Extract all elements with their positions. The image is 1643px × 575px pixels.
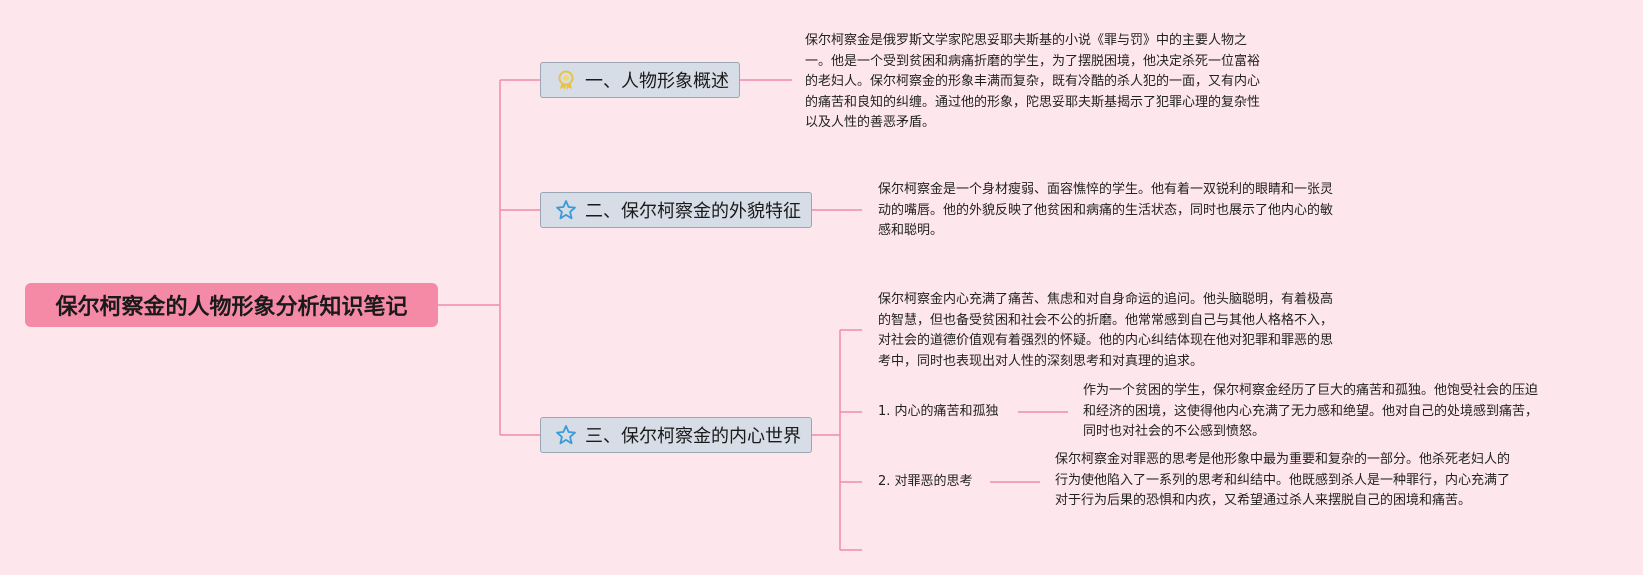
note-line: 保尔柯察金是俄罗斯文学家陀思妥耶夫斯基的小说《罪与罚》中的主要人物之 (805, 33, 1248, 48)
award-ribbon-icon (555, 69, 577, 91)
note-line: 动的嘴唇。他的外貌反映了他贫困和病痛的生活状态，同时也展示了他内心的敏 (878, 202, 1334, 218)
note-line: 一。他是一个受到贫困和病痛折磨的学生，为了摆脱困境，他决定杀死一位富裕 (805, 53, 1261, 69)
branch-1-note: 保尔柯察金是俄罗斯文学家陀思妥耶夫斯基的小说《罪与罚》中的主要人物之 一。他是一… (805, 31, 1260, 134)
note-line: 的痛苦和良知的纠缠。通过他的形象，陀思妥耶夫斯基揭示了犯罪心理的复杂性 (805, 94, 1261, 110)
root-title: 保尔柯察金的人物形象分析知识笔记 (55, 295, 408, 320)
branch-label: 一、人物形象概述 (585, 71, 729, 92)
subtopic-1-note: 作为一个贫困的学生，保尔柯察金经历了巨大的痛苦和孤独。他饱受社会的压迫 和经济的… (1083, 381, 1538, 443)
star-icon (555, 199, 577, 221)
branch-topic-3[interactable]: 三、保尔柯察金的内心世界 (540, 417, 812, 453)
branch-label: 三、保尔柯察金的内心世界 (585, 426, 801, 447)
note-line: 的老妇人。保尔柯察金的形象丰满而复杂，既有冷酷的杀人犯的一面，又有内心 (805, 74, 1261, 89)
subtopic-2-note: 保尔柯察金对罪恶的思考是他形象中最为重要和复杂的一部分。他杀死老妇人的 行为使他… (1055, 450, 1510, 512)
branch-label: 二、保尔柯察金的外貌特征 (585, 201, 801, 222)
note-line: 对社会的道德价值观有着强烈的怀疑。他的内心纠结体现在他对犯罪和罪恶的思 (878, 333, 1334, 348)
note-line: 感和聪明。 (878, 223, 944, 238)
note-line: 行为使他陷入了一系列的思考和纠结中。他既感到杀人是一种罪行，内心充满了 (1055, 472, 1511, 488)
note-line: 保尔柯察金内心充满了痛苦、焦虑和对自身命运的追问。他头脑聪明，有着极高 (878, 292, 1334, 307)
branch-3-note: 保尔柯察金内心充满了痛苦、焦虑和对自身命运的追问。他头脑聪明，有着极高 的智慧，… (878, 290, 1333, 372)
star-icon (555, 424, 577, 446)
note-line: 以及人性的善恶矛盾。 (805, 115, 936, 130)
note-line: 对于行为后果的恐惧和内疚，又希望通过杀人来摆脱自己的困境和痛苦。 (1055, 493, 1472, 508)
branch-topic-1[interactable]: 一、人物形象概述 (540, 62, 740, 98)
subtopic-1[interactable]: 1. 内心的痛苦和孤独 (878, 402, 999, 422)
subtopic-2[interactable]: 2. 对罪恶的思考 (878, 472, 973, 492)
subtopic-label: 2. 对罪恶的思考 (878, 474, 973, 489)
note-line: 保尔柯察金对罪恶的思考是他形象中最为重要和复杂的一部分。他杀死老妇人的 (1055, 452, 1511, 467)
branch-2-note: 保尔柯察金是一个身材瘦弱、面容憔悴的学生。他有着一双锐利的眼睛和一张灵 动的嘴唇… (878, 180, 1333, 242)
note-line: 同时也对社会的不公感到愤怒。 (1083, 424, 1266, 439)
subtopic-label: 1. 内心的痛苦和孤独 (878, 404, 999, 419)
branch-topic-2[interactable]: 二、保尔柯察金的外貌特征 (540, 192, 812, 228)
root-topic[interactable]: 保尔柯察金的人物形象分析知识笔记 (25, 283, 438, 327)
note-line: 和经济的困境，这使得他内心充满了无力感和绝望。他对自己的处境感到痛苦， (1083, 403, 1539, 419)
note-line: 考中，同时也表现出对人性的深刻思考和对真理的追求。 (878, 353, 1204, 369)
note-line: 作为一个贫困的学生，保尔柯察金经历了巨大的痛苦和孤独。他饱受社会的压迫 (1083, 383, 1539, 398)
note-line: 保尔柯察金是一个身材瘦弱、面容憔悴的学生。他有着一双锐利的眼睛和一张灵 (878, 182, 1334, 197)
note-line: 的智慧，但也备受贫困和社会不公的折磨。他常常感到自己与其他人格格不入， (878, 312, 1334, 328)
